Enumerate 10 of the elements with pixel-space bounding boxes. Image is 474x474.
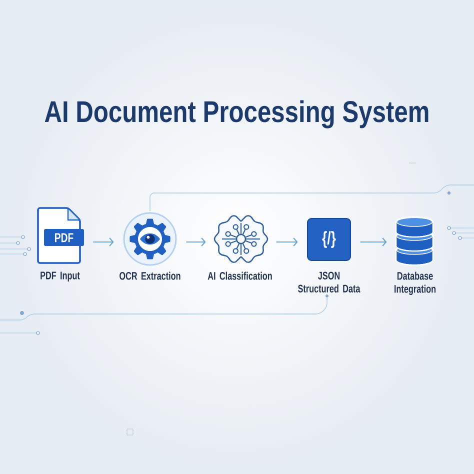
arrow [360, 238, 387, 246]
node-label: OCR Extraction [120, 272, 180, 280]
node-label: PDF Input [40, 272, 80, 282]
node-label: JSON Structured Data [298, 272, 360, 292]
arrow [276, 238, 298, 246]
node-label: AI Classification [208, 272, 272, 280]
node-label: Database Integration [394, 272, 436, 295]
title: AI Document Processing System [44, 100, 428, 128]
arrow [93, 238, 114, 246]
arrow [186, 238, 206, 246]
